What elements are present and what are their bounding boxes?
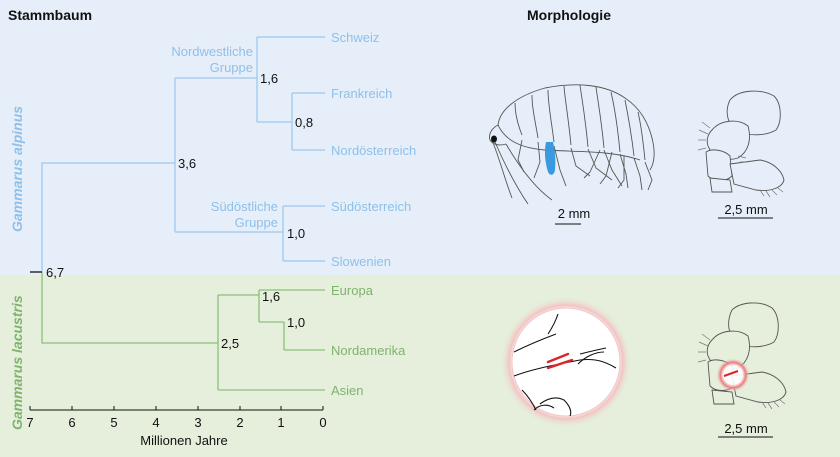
node-so: 1,0 — [287, 226, 305, 241]
tree-branches-lacustris — [41, 272, 325, 391]
amphipod-illustration — [489, 84, 655, 205]
axis-label: Millionen Jahre — [140, 433, 227, 448]
morphology-header: Morphologie — [527, 7, 611, 23]
group-nw-line2: Gruppe — [210, 60, 253, 75]
group-so-line1: Südöstliche — [211, 199, 278, 214]
tick-label-7: 7 — [26, 415, 33, 430]
leaf-europa: Europa — [331, 283, 374, 298]
scale-bar-amphipod-label: 2 mm — [558, 206, 591, 221]
node-eu-na: 1,6 — [262, 289, 280, 304]
tick-label-1: 1 — [277, 415, 284, 430]
leaf-frankreich: Frankreich — [331, 86, 392, 101]
leaf-nordamerika: Nordamerika — [331, 343, 406, 358]
tick-label-3: 3 — [194, 415, 201, 430]
tick-label-4: 4 — [152, 415, 159, 430]
tick-label-0: 0 — [319, 415, 326, 430]
node-fr-no: 0,8 — [295, 115, 313, 130]
node-lacustris: 2,5 — [221, 336, 239, 351]
group-nw-line1: Nordwestliche — [171, 44, 253, 59]
amphipod-eye — [491, 135, 497, 143]
node-root: 6,7 — [46, 265, 64, 280]
leg-top-setae — [697, 121, 784, 198]
amphipod-highlight — [544, 142, 556, 175]
lacustris-background — [0, 275, 840, 457]
leaf-nordoesterreich: Nordösterreich — [331, 143, 416, 158]
leg-illustration-top — [705, 90, 785, 193]
zoom-marker-red — [546, 352, 574, 370]
node-na: 1,0 — [287, 315, 305, 330]
species-label-alpinus: Gammarus alpinus — [9, 106, 25, 232]
zoom-detail-lines — [513, 313, 617, 417]
group-so-line2: Gruppe — [235, 215, 278, 230]
leg-marker-halo — [716, 358, 750, 392]
tick-label-2: 2 — [236, 415, 243, 430]
tick-label-5: 5 — [110, 415, 117, 430]
leg-bottom-setae — [697, 333, 786, 410]
time-axis: 7 6 5 4 3 2 1 0 Millionen Jahre — [26, 406, 327, 448]
species-label-lacustris: Gammarus lacustris — [9, 295, 25, 430]
tick-label-6: 6 — [68, 415, 75, 430]
leaf-schweiz: Schweiz — [331, 30, 379, 45]
leaf-suedoesterreich: Südösterreich — [331, 199, 411, 214]
leaf-slowenien: Slowenien — [331, 254, 391, 269]
node-nw: 1,6 — [260, 71, 278, 86]
tree-branches-alpinus — [41, 36, 325, 272]
alpinus-background — [0, 0, 840, 275]
tree-header: Stammbaum — [8, 7, 92, 23]
leg-marker-red — [723, 370, 739, 377]
node-alpinus: 3,6 — [178, 156, 196, 171]
scale-bar-leg-top-label: 2,5 mm — [724, 202, 767, 217]
scale-bar-leg-bottom-label: 2,5 mm — [724, 421, 767, 436]
time-axis-ticks — [29, 406, 324, 410]
leaf-asien: Asien — [331, 383, 364, 398]
